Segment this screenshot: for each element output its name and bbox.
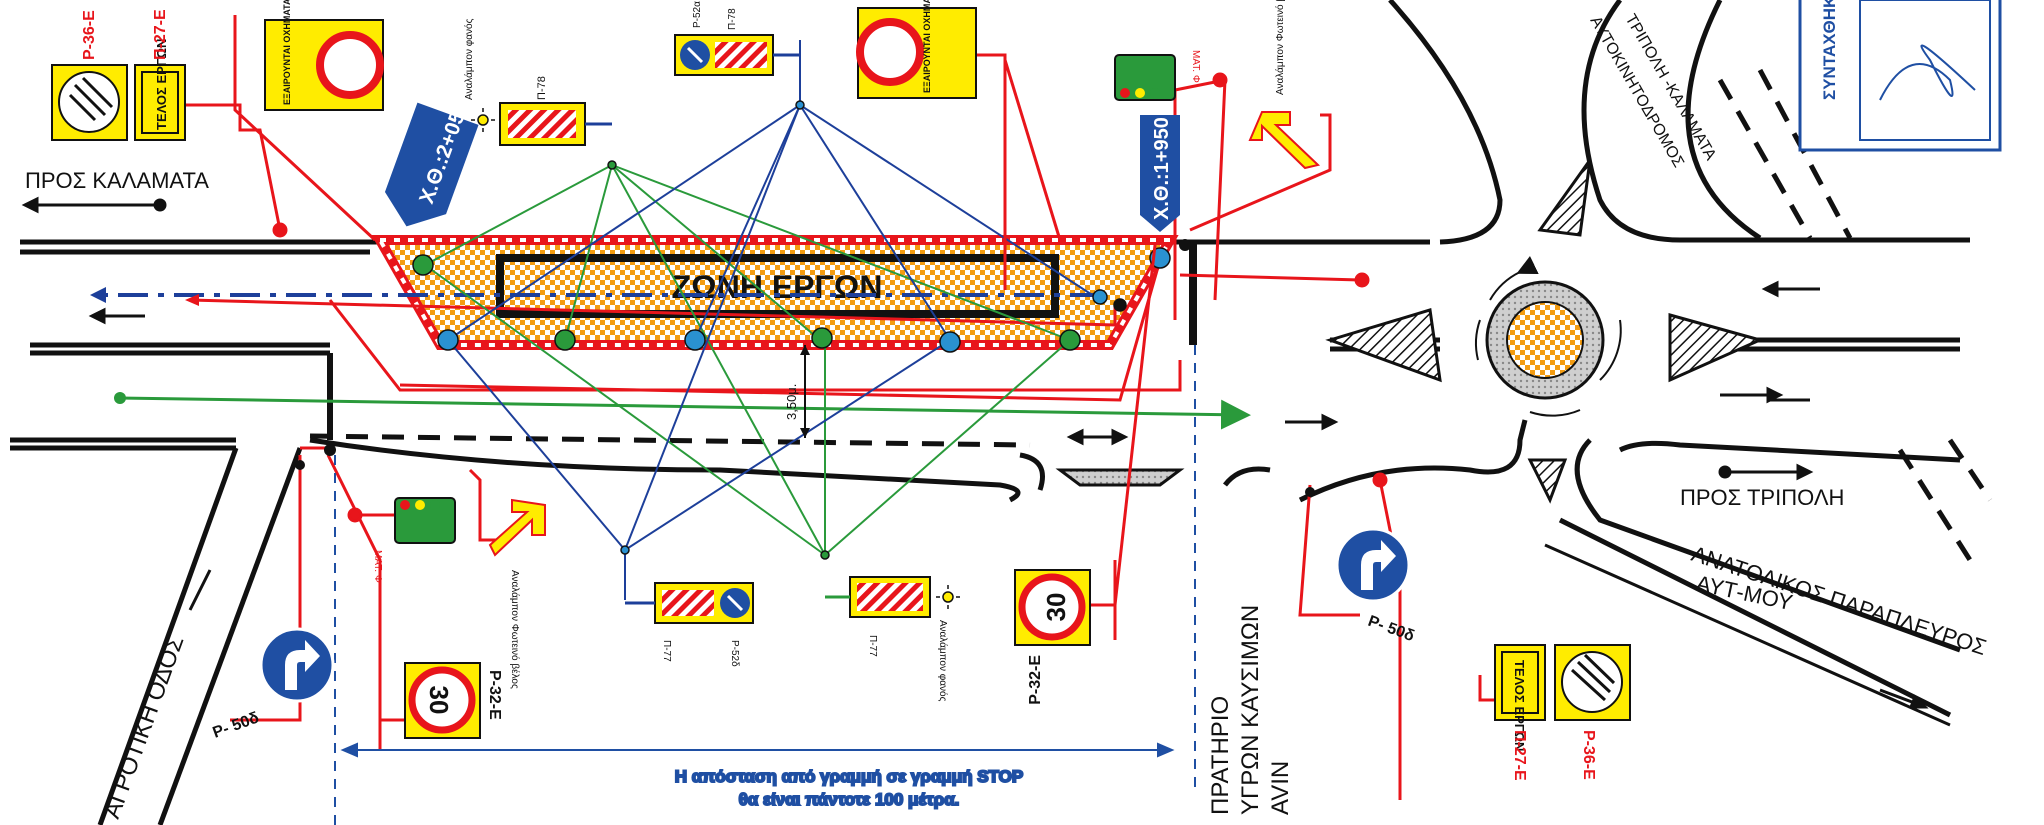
sign-code-p36e-bottom: Ρ-36-Ε (1580, 730, 1597, 780)
sign-p27e-bottom-right: ΤΕΛΟΣ ΕΡΓΩΝ Π-27-Ε (1494, 644, 1546, 781)
agrotiki-odos-label: ΑΓΡΟΤΙΚΗ ΟΔΟΣ (98, 632, 189, 822)
sign-p50d-right: Ρ- 50δ (1335, 527, 1417, 645)
blue-lamp-icon (939, 331, 961, 353)
fuel-station-label-1: ΠΡΑΤΗΡΙΟ (1207, 696, 1234, 815)
sign-code-p32e-left: Ρ-32-Ε (486, 670, 503, 720)
flashing-arrow-label-bottom: Αναλάμπον Φωτεινό βέλος (509, 570, 521, 689)
sign-code-p27e-bottom: Π-27-Ε (1511, 730, 1528, 781)
sun-lamp-icon (471, 108, 495, 132)
fuel-station-label-2: ΥΓΡΩΝ ΚΑΥΣΙΜΩΝ (1237, 605, 1264, 815)
speed-limit-sign-middle: 30 Ρ-32-Ε (1014, 569, 1091, 705)
sign-p78-left: Αναλάμπον φανός Π-78 (463, 18, 612, 146)
title-block-label: ΣΥΝΤΑΧΘΗΚΕ (1820, 0, 1839, 100)
sign-p77-bottom-right: Π-77 Αναλάμπον φανός (825, 576, 960, 702)
speed-limit-sign-left: 30 Ρ-32-Ε (404, 662, 503, 739)
green-lamp-icon (412, 254, 434, 276)
flashing-lamp-label: Αναλάμπον φανός (463, 18, 475, 100)
end-of-works-text: ΤΕΛΟΣ ΕΡΓΩΝ (154, 39, 169, 130)
lane-width-label: 3,50μ. (784, 384, 799, 420)
sign-p36e-top-left: Ρ-36-Ε (51, 10, 128, 141)
chainage-left: Χ.Θ.:2+050 (384, 97, 479, 227)
chainage-right: Χ.Θ.:1+950 (1140, 115, 1180, 232)
road-network (10, 0, 1970, 825)
green-lamp-icon (1059, 329, 1081, 351)
traffic-light-label-bottom: ΜΑΤ. Φ (372, 550, 383, 583)
sign-code-p77-left: Π-77 (661, 640, 672, 662)
roundabout (1475, 255, 1622, 417)
speed-value-left: 30 (424, 686, 454, 715)
sign-code-p32e-middle: Ρ-32-Ε (1027, 655, 1044, 705)
sign-p52a-top: Ρ-52α Π-78 (674, 1, 800, 76)
signature-stamp (1879, 44, 1976, 101)
sign-p27e-top-left: ΤΕΛΟΣ ΕΡΓΩΝ Π-27-Ε (134, 9, 186, 141)
traffic-arrows (21, 196, 1929, 709)
direction-kalamata: ΠΡΟΣ ΚΑΛΑΜΑΤΑ (25, 168, 209, 193)
traffic-islands (1055, 159, 1765, 504)
chainage-right-label: Χ.Θ.:1+950 (1151, 117, 1173, 220)
traffic-light-top-icon: ΜΑΤ. Φ (1114, 50, 1201, 101)
flashing-lamp-label-bottom: Αναλάμπον φανός (937, 620, 949, 702)
traffic-light-bottom-icon: ΜΑΤ. Φ (372, 497, 456, 583)
stop-note-line-2: θα είναι πάντοτε 100 μέτρα. (739, 790, 960, 809)
sign-no-entry-top-left: ΕΞΑΙΡΟΥΝΤΑΙ ΟΧΗΜΑΤΑ ΕΡΓΟΤΑΞΙΟΥ (264, 0, 384, 111)
end-of-works-text-bottom: ΤΕΛΟΣ ΕΡΓΩΝ (1512, 660, 1527, 751)
sign-code-p50d-right: Ρ- 50δ (1366, 613, 1417, 645)
warning-lamps (412, 100, 1171, 560)
work-zone-label: ΖΩΝΗ ΕΡΓΩΝ (672, 269, 883, 305)
flashing-arrow-top-icon: Αναλάμπον Φωτεινό βέλος (1248, 0, 1321, 170)
lane-dashes (309, 68, 1993, 562)
markers (295, 239, 1315, 497)
title-block: ΣΥΝΤΑΧΘΗΚΕ (1798, 0, 2044, 152)
stop-distance: Η απόσταση από γραμμή σε γραμμή STOP θα … (334, 345, 1196, 825)
no-entry-text: ΕΞΑΙΡΟΥΝΤΑΙ ΟΧΗΜΑΤΑ ΕΡΓΟΤΑΞΙΟΥ (282, 0, 292, 105)
sign-code-p52d: Ρ-52δ (729, 640, 740, 667)
speed-value-middle: 30 (1041, 593, 1071, 622)
sign-code-p78: Π-78 (536, 76, 548, 100)
sign-code-p52a: Ρ-52α (692, 1, 703, 28)
stop-note-line-1: Η απόσταση από γραμμή σε γραμμή STOP (675, 767, 1023, 786)
flashing-arrow-label-top: Αναλάμπον Φωτεινό βέλος (1274, 0, 1286, 95)
sign-code-p36e: Ρ-36-Ε (81, 10, 98, 60)
direction-tripoli: ΠΡΟΣ ΤΡΙΠΟΛΗ (1680, 485, 1844, 510)
blue-lamp-icon (437, 329, 459, 351)
lamp-network (424, 40, 1101, 600)
sign-code-p50d-left: Ρ- 50δ (211, 709, 262, 741)
work-zone: ΖΩΝΗ ΕΡΓΩΝ (371, 235, 1179, 350)
sign-code-p78-top: Π-78 (727, 8, 738, 30)
green-lamp-icon (554, 329, 576, 351)
blue-lamp-icon (1092, 289, 1108, 305)
sign-posts (180, 15, 1500, 800)
sign-code-p77-right: Π-77 (867, 635, 878, 657)
sign-no-entry-top-right: ΕΞΑΙΡΟΥΝΤΑΙ ΟΧΗΜΑΤΑ ΕΡΓΟΤΑΞΙΟΥ (856, 0, 977, 99)
sign-code-p27e: Π-27-Ε (152, 9, 169, 60)
blue-lamp-icon (684, 329, 706, 351)
fuel-station-label-3: AVIN (1267, 761, 1294, 815)
lane-width-dimension: 3,50μ. (784, 345, 810, 438)
sun-lamp-icon (936, 585, 960, 609)
traffic-flow-lines (90, 259, 1251, 430)
sign-p36e-bottom-right: Ρ-36-Ε (1554, 644, 1631, 780)
sign-p77-bottom-left: Π-77 Ρ-52δ (625, 582, 754, 667)
no-entry-text-right: ΕΞΑΙΡΟΥΝΤΑΙ ΟΧΗΜΑΤΑ ΕΡΓΟΤΑΞΙΟΥ (922, 0, 932, 93)
green-lamp-icon (811, 327, 833, 349)
traffic-light-label-top: ΜΑΤ. Φ (1190, 50, 1201, 83)
flashing-arrow-bottom-icon: Αναλάμπον Φωτεινό βέλος (488, 498, 546, 689)
